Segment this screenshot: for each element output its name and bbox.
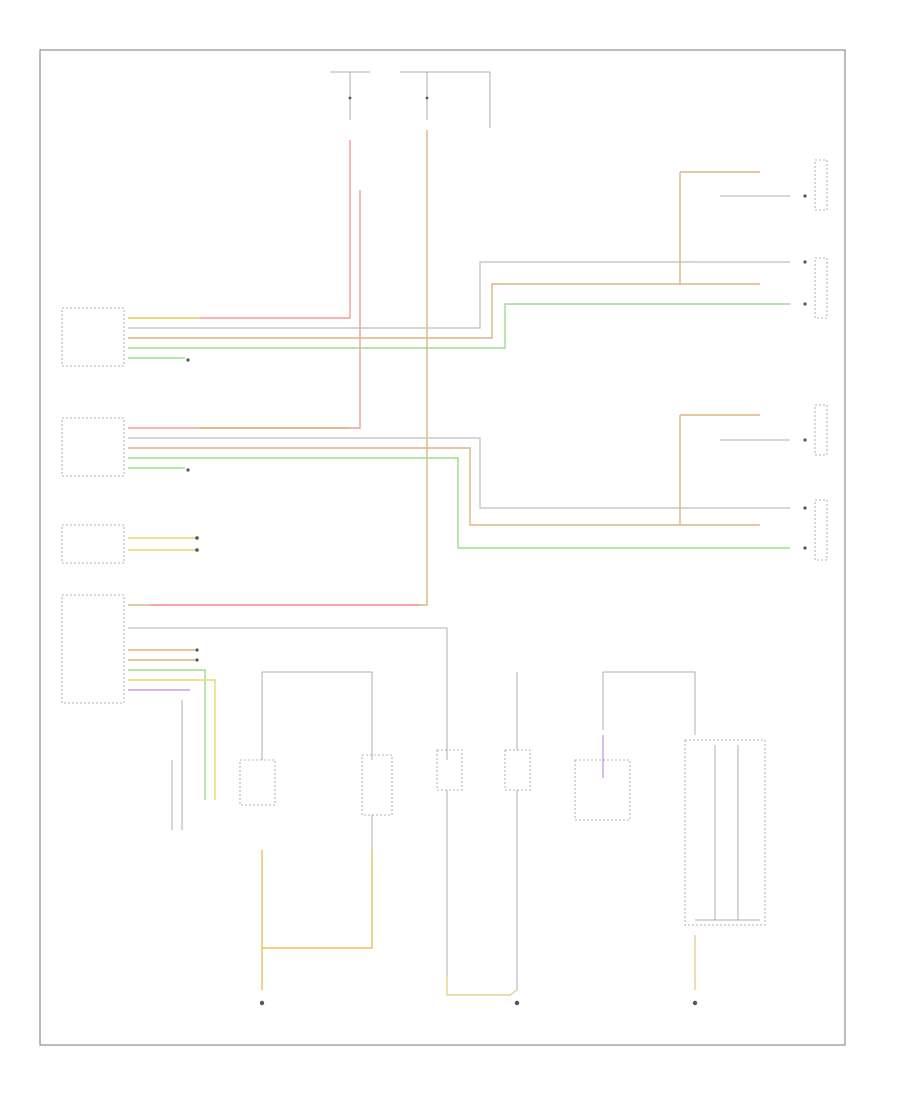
left-rear-module-wires [128,261,730,362]
right-rear-module-box [61,417,125,477]
instrument-cluster-wires [128,536,199,552]
right-rear-module-wires [128,437,730,549]
driver-switch-box [239,759,276,806]
diagram-frame [39,49,846,1046]
instrument-cluster-box [61,524,125,564]
wire-red-1 [128,140,351,319]
left-rear-connectors [679,159,828,319]
lower-switches [239,671,766,1006]
convenience-module-box [61,594,125,704]
light-switch-box [361,754,393,816]
red-wire-group [128,140,361,429]
passenger-switch-box [504,749,531,791]
right-rear-connectors [679,404,828,561]
keypad-switch-box [574,759,631,821]
fuse-area [330,71,491,128]
wire-tan-main [128,130,428,606]
left-rear-module-box [61,307,125,367]
fuse-panel-box [684,739,766,926]
convenience-module-wires [128,627,448,830]
wire-red-2 [128,190,361,429]
lamp-switch-box [436,749,463,791]
